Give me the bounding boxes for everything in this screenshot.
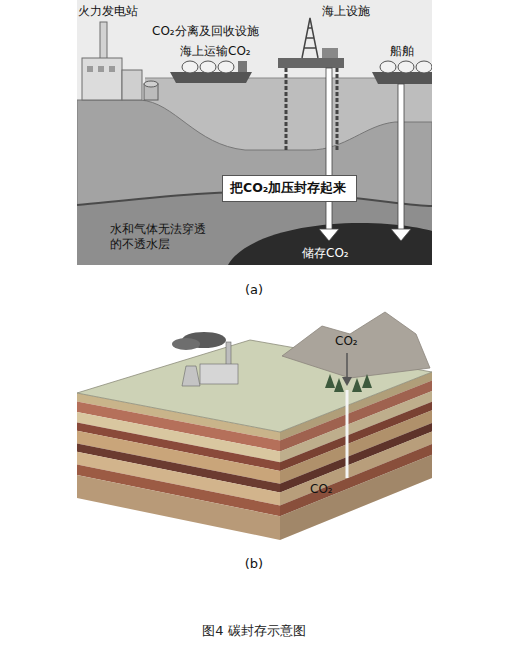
callout-box: 把CO₂加压封存起来 — [222, 175, 357, 202]
offshore-platform — [278, 18, 344, 150]
co2-label: CO₂ — [310, 482, 333, 496]
ground — [77, 100, 432, 265]
rock-strata-left — [77, 475, 280, 540]
layer-label: 水和气体无法穿透的不透水层 — [110, 222, 216, 252]
panel-a — [77, 0, 432, 265]
panel-letter: (a) — [245, 282, 263, 298]
trees — [325, 374, 335, 388]
trees — [334, 378, 344, 392]
recovery-facility — [144, 81, 158, 87]
storage-reservoir — [228, 223, 432, 265]
injection-ship — [372, 72, 432, 84]
offshore-platform — [285, 68, 288, 150]
transport-ship — [170, 72, 252, 83]
plant-label: 火力发电站 — [78, 4, 138, 18]
injection-pipe — [391, 84, 411, 241]
injection-pipe — [319, 229, 339, 241]
injection-pipe — [319, 68, 339, 241]
power-plant — [109, 66, 115, 72]
trees — [362, 374, 372, 388]
power-plant — [182, 366, 200, 386]
recovery-facility — [144, 81, 158, 100]
injection-ship — [398, 61, 414, 73]
mountain — [282, 312, 430, 378]
power-plant — [172, 338, 200, 350]
injection-well — [342, 377, 352, 386]
injection-pipe — [398, 84, 404, 230]
power-plant — [87, 66, 93, 72]
transport-ship — [218, 61, 234, 73]
power-plant — [98, 66, 104, 72]
power-plant — [100, 22, 107, 60]
impermeable-layer — [77, 192, 432, 265]
transport-ship — [170, 61, 252, 83]
injection-well — [346, 390, 349, 478]
storage-reservoir — [228, 223, 432, 265]
co2-label: CO₂ — [335, 334, 358, 348]
platform-label: 海上设施 — [322, 4, 370, 18]
power-plant — [82, 22, 142, 100]
offshore-platform — [322, 48, 338, 58]
power-plant — [200, 364, 238, 384]
power-plant — [172, 332, 238, 386]
panel-b — [77, 312, 432, 540]
power-plant — [122, 70, 142, 100]
offshore-platform — [278, 58, 344, 68]
injection-pipe — [391, 229, 411, 241]
impermeable-layer — [77, 192, 432, 265]
trees — [352, 378, 362, 392]
injection-ship — [372, 61, 432, 84]
trees — [325, 374, 372, 392]
panel-a — [77, 0, 432, 265]
figure-caption: 图4 碳封存示意图 — [202, 622, 305, 640]
injection-well — [346, 353, 348, 378]
storage-label: 储存CO₂ — [302, 246, 349, 260]
injection-pipe — [326, 68, 332, 230]
transport-ship — [200, 61, 216, 73]
injection-ship — [380, 61, 396, 73]
panel-letter: (b) — [245, 556, 263, 572]
ship-label: 船舶 — [390, 44, 414, 58]
ground — [77, 100, 432, 265]
transport-ship — [182, 61, 198, 73]
callout-text: 把CO₂加压封存起来 — [230, 180, 349, 195]
power-plant — [82, 58, 122, 100]
facility-label: CO₂分离及回收设施 — [152, 24, 259, 38]
injection-well — [342, 353, 352, 478]
mountain — [282, 312, 430, 378]
offshore-platform — [336, 68, 339, 150]
offshore-platform — [302, 18, 318, 58]
transport-ship — [238, 61, 247, 72]
injection-ship — [416, 61, 432, 73]
transport-label: 海上运输CO₂ — [180, 44, 251, 58]
